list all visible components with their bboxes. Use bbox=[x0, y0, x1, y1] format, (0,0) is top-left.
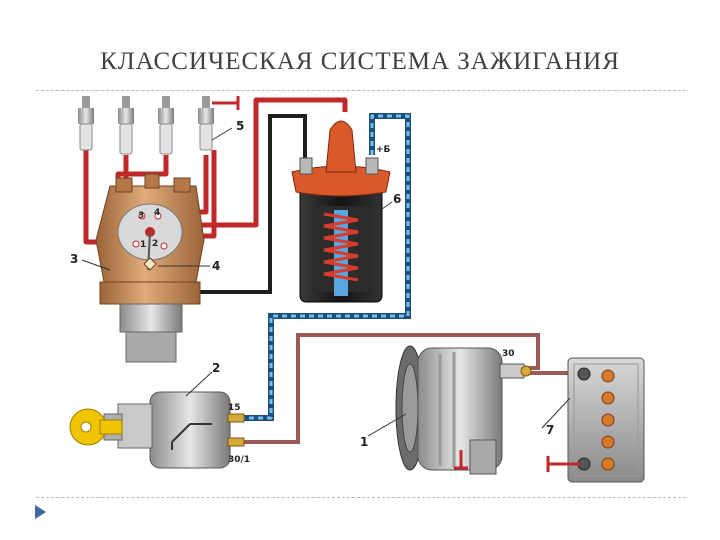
distributor-contact: 1 bbox=[140, 240, 146, 250]
callout-battery: 7 bbox=[546, 423, 554, 437]
callout-breaker: 4 bbox=[212, 259, 220, 273]
ground-icon bbox=[454, 450, 468, 470]
top-divider bbox=[36, 90, 686, 91]
distributor bbox=[95, 173, 205, 363]
switched-wire bbox=[243, 113, 411, 421]
spark-plug bbox=[78, 96, 94, 151]
callout-ignition-switch: 2 bbox=[212, 361, 220, 375]
slide-title: КЛАССИЧЕСКАЯ СИСТЕМА ЗАЖИГАНИЯ bbox=[100, 48, 620, 75]
ignition-key-icon bbox=[69, 408, 123, 446]
terminal-generator-30: 30 bbox=[502, 349, 515, 359]
slide-bullet-arrow-icon bbox=[35, 505, 46, 519]
callout-spark-plugs: 5 bbox=[236, 119, 244, 133]
ground-icon bbox=[212, 96, 240, 110]
ignition-coil bbox=[291, 120, 391, 303]
terminal-switch-15: 15 bbox=[228, 403, 241, 413]
callout-leaders bbox=[81, 127, 571, 437]
generator bbox=[395, 345, 532, 475]
terminal-coil-plus: +Б bbox=[376, 145, 391, 155]
battery bbox=[546, 357, 645, 483]
callout-generator: 1 bbox=[360, 435, 368, 449]
distributor-contact: 2 bbox=[152, 239, 158, 249]
low-voltage-wire bbox=[197, 114, 307, 294]
distributor-contact: 4 bbox=[154, 208, 160, 218]
terminal-switch-30-1: 30/1 bbox=[228, 455, 250, 465]
distributor-contact: 3 bbox=[138, 211, 144, 221]
callout-coil: 6 bbox=[393, 192, 401, 206]
spark-plug bbox=[198, 96, 214, 151]
ground-icon bbox=[546, 456, 580, 472]
ignition-switch bbox=[103, 391, 245, 469]
callout-distributor: 3 bbox=[70, 252, 78, 266]
spark-plugs bbox=[78, 96, 240, 155]
bottom-divider bbox=[36, 497, 686, 498]
spark-plug bbox=[158, 96, 174, 155]
spark-plug bbox=[118, 96, 134, 155]
